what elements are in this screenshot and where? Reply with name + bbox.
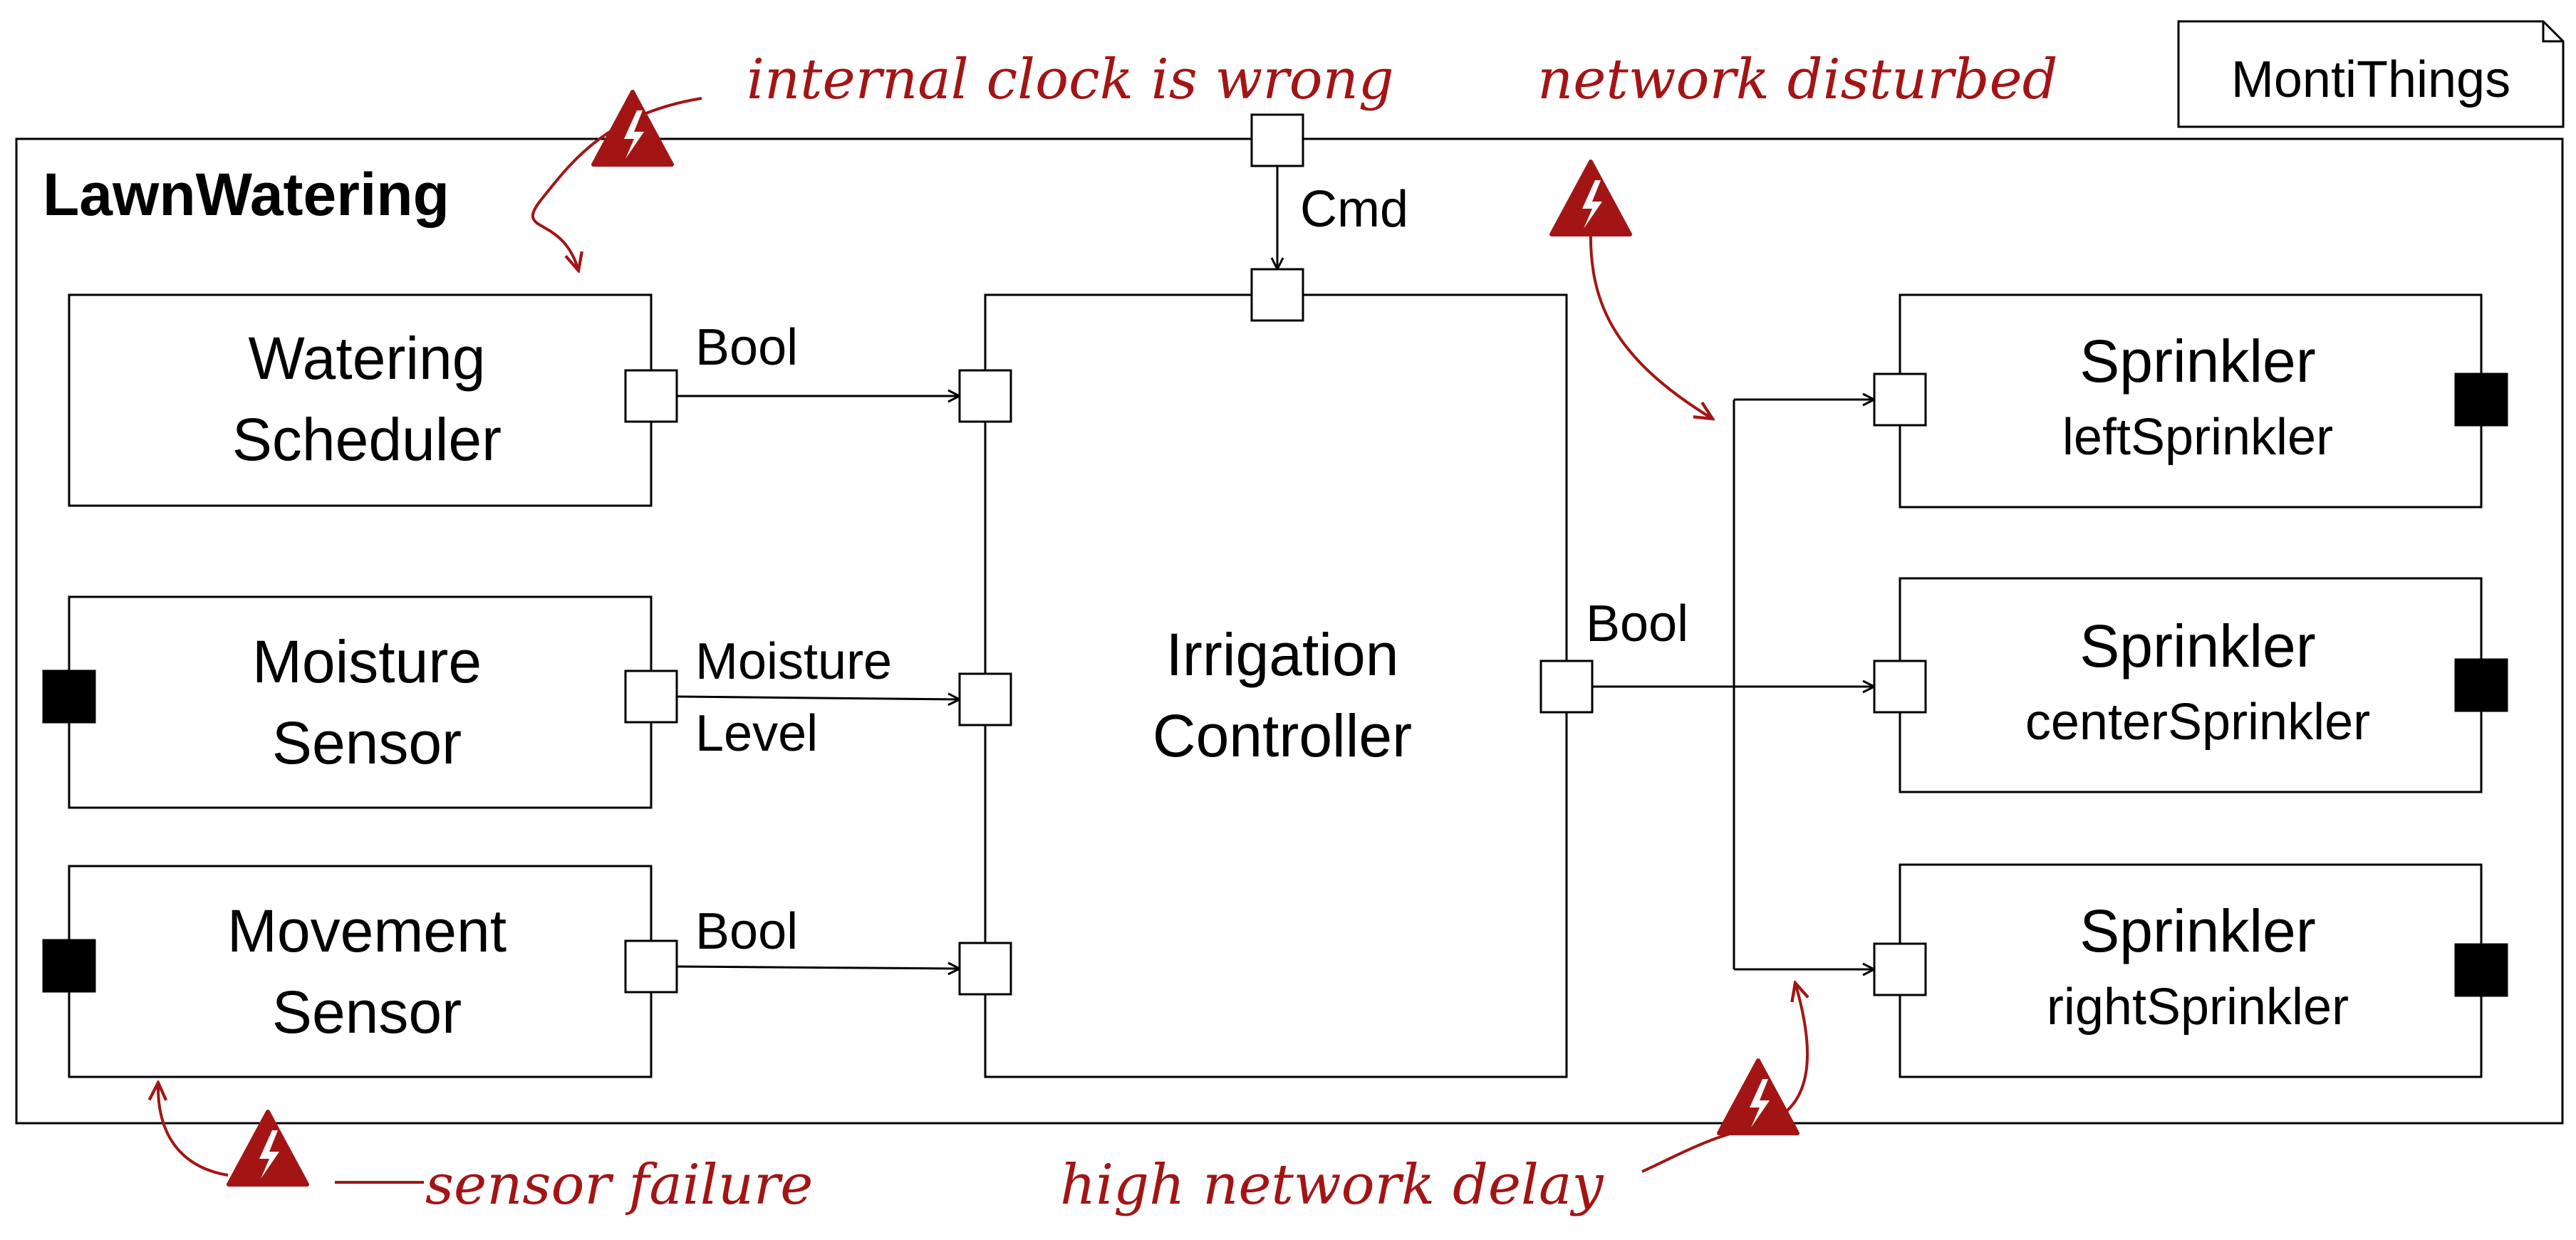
controller-to-sprinklers-connector[interactable]: [1592, 400, 1874, 969]
moisture-sensor-component[interactable]: Moisture Sensor: [68, 595, 653, 809]
sprinkler-right-hardware-port[interactable]: [2454, 943, 2508, 997]
container-title: LawnWatering: [43, 161, 450, 228]
sprinkler-center-component[interactable]: Sprinkler centerSprinkler: [1899, 577, 2483, 793]
controller-scheduler-in-port[interactable]: [958, 369, 1012, 423]
sprinkler-left-instance: leftSprinkler: [2062, 409, 2333, 466]
moisture-level-connector[interactable]: [676, 697, 960, 699]
sprinkler-left-hardware-port[interactable]: [2454, 372, 2508, 427]
sprinkler-right-in-port[interactable]: [1873, 942, 1927, 996]
movement-sensor-name: Movement: [227, 897, 507, 964]
moisture-sensor-hardware-port[interactable]: [42, 670, 96, 724]
sprinkler-right-type: Sprinkler: [2079, 897, 2315, 964]
fault-network-delay-annotation: high network delay: [1060, 983, 1807, 1217]
sprinkler-center-hardware-port[interactable]: [2454, 658, 2508, 712]
sprinkler-center-instance: centerSprinkler: [2025, 694, 2370, 751]
controller-bool-label: Bool: [1586, 595, 1688, 652]
movement-sensor-hardware-port[interactable]: [42, 939, 96, 993]
sprinkler-left-type: Sprinkler: [2079, 328, 2315, 395]
movement-bool-label: Bool: [695, 903, 798, 960]
irrigation-controller-name: Irrigation: [1166, 621, 1399, 688]
movement-sensor-name-2: Sensor: [272, 979, 462, 1046]
moisture-level-label: Moisture: [695, 633, 892, 690]
fault-network-disturbed-annotation: network disturbed: [1537, 48, 2058, 419]
container-cmd-port[interactable]: [1250, 113, 1304, 167]
fault-network-disturbed-label: network disturbed: [1537, 48, 2058, 112]
fault-sensor-failure-annotation: sensor failure: [158, 1083, 813, 1217]
controller-out-port[interactable]: [1539, 660, 1594, 714]
fault-clock-annotation: internal clock is wrong: [531, 48, 1394, 271]
moisture-sensor-name-2: Sensor: [272, 709, 462, 776]
sprinkler-right-component[interactable]: Sprinkler rightSprinkler: [1899, 863, 2483, 1078]
irrigation-controller-name-2: Controller: [1153, 702, 1412, 769]
moisture-sensor-name: Moisture: [252, 628, 482, 695]
sprinkler-left-component[interactable]: Sprinkler leftSprinkler: [1899, 293, 2483, 509]
cmd-label: Cmd: [1300, 181, 1408, 238]
controller-movement-in-port[interactable]: [958, 942, 1012, 996]
irrigation-controller-component[interactable]: Irrigation Controller: [984, 293, 1568, 1078]
moisture-out-port[interactable]: [624, 670, 678, 724]
movement-out-port[interactable]: [624, 939, 678, 994]
fault-network-delay-label: high network delay: [1060, 1153, 1604, 1217]
sprinkler-center-type: Sprinkler: [2079, 613, 2315, 679]
lightning-warning-icon: [593, 92, 672, 165]
montithings-tag: MontiThings: [2177, 20, 2565, 128]
sprinkler-right-instance: rightSprinkler: [2047, 979, 2349, 1036]
montithings-label: MontiThings: [2231, 51, 2510, 108]
watering-scheduler-component[interactable]: Watering Scheduler: [68, 293, 653, 507]
sprinkler-left-in-port[interactable]: [1873, 372, 1927, 427]
movement-bool-connector[interactable]: [676, 967, 960, 969]
scheduler-bool-label: Bool: [695, 319, 798, 376]
sprinkler-center-in-port[interactable]: [1873, 660, 1927, 714]
scheduler-out-port[interactable]: [624, 369, 678, 423]
watering-scheduler-name-2: Scheduler: [232, 406, 502, 473]
fault-clock-label: internal clock is wrong: [747, 48, 1394, 112]
fault-sensor-failure-label: sensor failure: [425, 1153, 813, 1217]
movement-sensor-component[interactable]: Movement Sensor: [68, 865, 653, 1078]
watering-scheduler-name: Watering: [248, 325, 485, 392]
controller-moisture-in-port[interactable]: [958, 672, 1012, 726]
controller-cmd-port[interactable]: [1250, 268, 1304, 322]
moisture-level-label-2: Level: [695, 705, 818, 762]
